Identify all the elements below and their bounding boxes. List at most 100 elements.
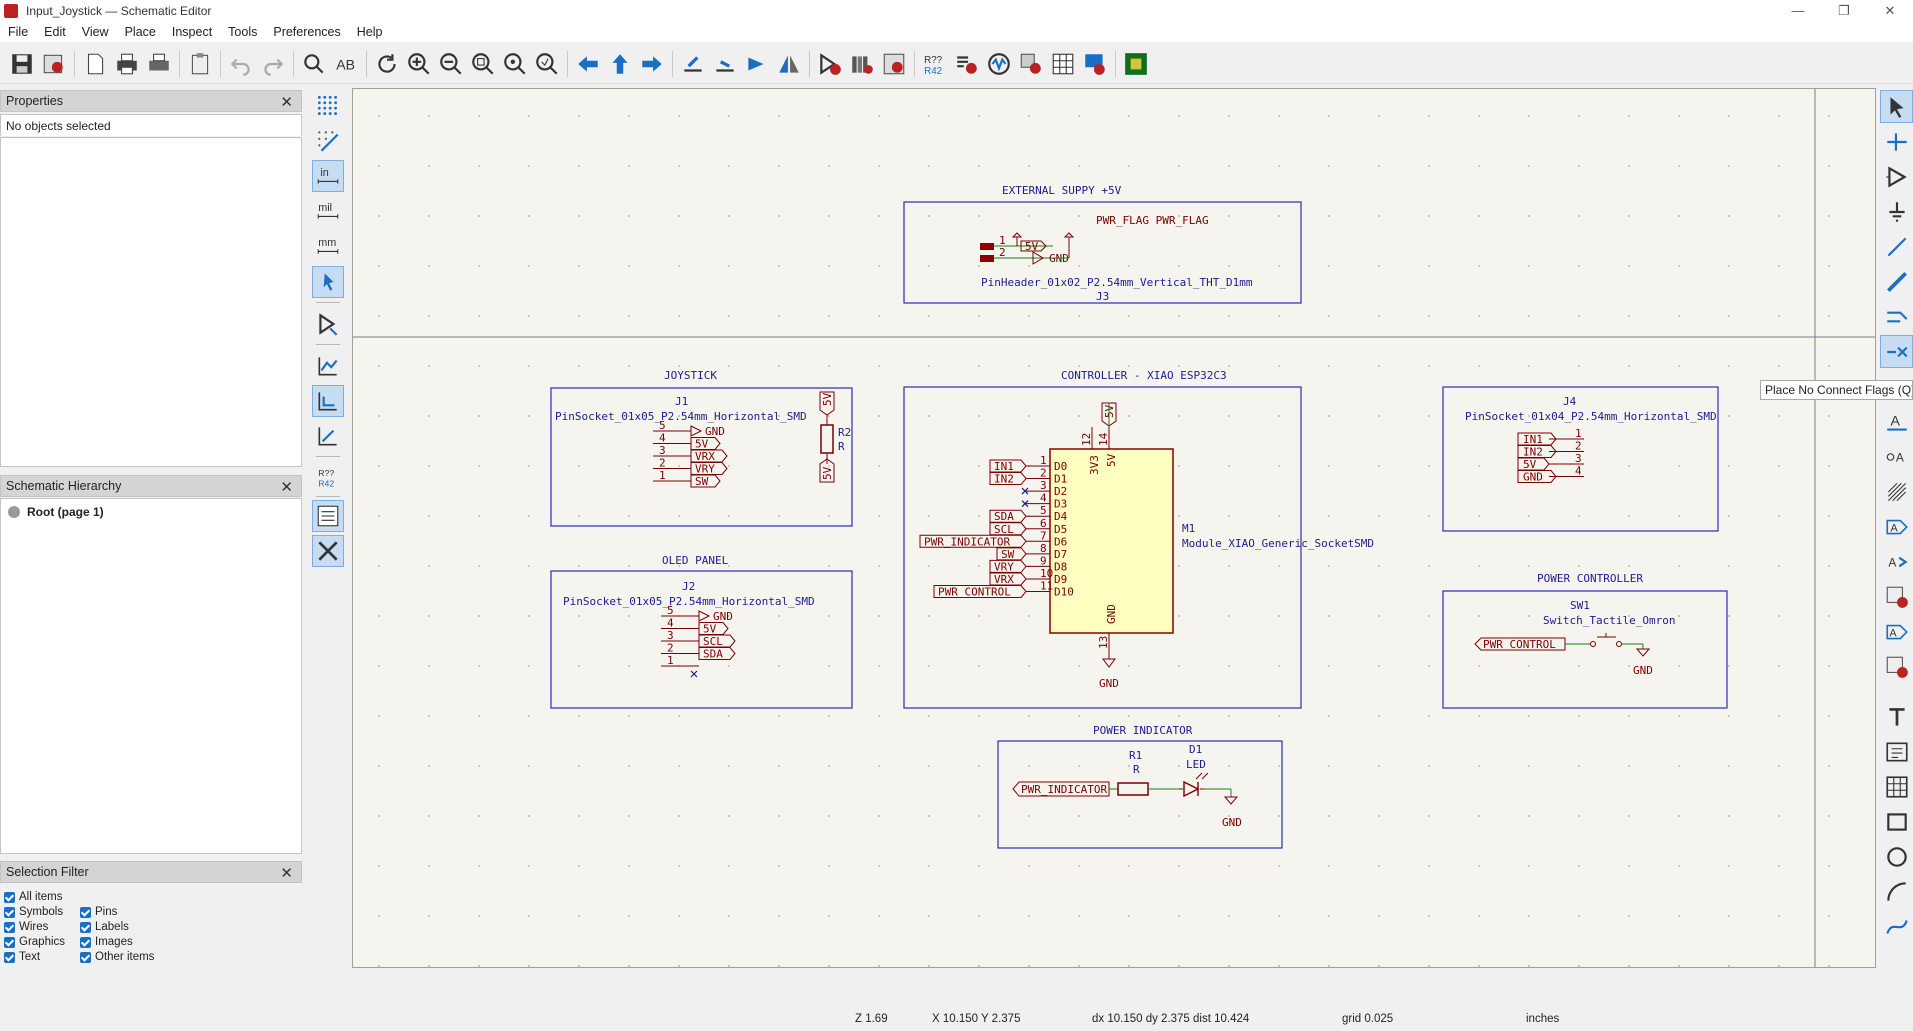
grid-overrides-button[interactable]	[312, 125, 344, 157]
filter-pins[interactable]: Pins	[80, 906, 117, 918]
menu-preferences[interactable]: Preferences	[273, 25, 341, 39]
cursor-crosshair-button[interactable]	[312, 266, 344, 298]
footprint-assign-button[interactable]	[1015, 48, 1047, 80]
add-rule-area-button[interactable]	[1880, 475, 1913, 508]
units-mils-button[interactable]: mil	[312, 195, 344, 227]
add-global-label-button[interactable]: A	[1880, 510, 1913, 543]
undo-button[interactable]	[225, 48, 257, 80]
filter-all-items[interactable]: All items	[4, 891, 62, 903]
menu-inspect[interactable]: Inspect	[171, 25, 213, 39]
close-selection-filter-icon[interactable]: ✕	[280, 865, 293, 882]
highlight-net-button[interactable]	[1880, 125, 1913, 158]
block-controller[interactable]: CONTROLLER - XIAO ESP32C3 D01IN1D12IN2D2…	[903, 369, 1374, 709]
navigate-up-button[interactable]	[604, 48, 636, 80]
symbol-library-button[interactable]	[846, 48, 878, 80]
select-tool-button[interactable]	[1880, 90, 1913, 123]
navigate-back-button[interactable]	[572, 48, 604, 80]
block-oled-panel[interactable]: OLED PANEL J2 PinSocket_01x05_P2.54mm_Ho…	[550, 554, 853, 709]
print-button[interactable]	[111, 48, 143, 80]
menu-tools[interactable]: Tools	[228, 25, 258, 39]
block-external-supply[interactable]: EXTERNAL SUPPY +5V PWR_FLAG PWR_FLAG 1 2…	[903, 184, 1302, 304]
block-joystick[interactable]: JOYSTICK J1 PinSocket_01x05_P2.54mm_Hori…	[550, 369, 853, 527]
show-pin-electrical-button[interactable]	[312, 308, 344, 340]
navigate-forward-button[interactable]	[636, 48, 668, 80]
fields-table-button[interactable]	[1047, 48, 1079, 80]
simulator-button[interactable]	[983, 48, 1015, 80]
add-table-button[interactable]	[1880, 770, 1913, 803]
units-mm-button[interactable]: mm	[312, 230, 344, 262]
redo-button[interactable]	[257, 48, 289, 80]
bom-button[interactable]	[1079, 48, 1111, 80]
add-power-button[interactable]	[1880, 195, 1913, 228]
hierarchy-panel-toggle-button[interactable]	[312, 500, 344, 532]
zoom-in-button[interactable]	[403, 48, 435, 80]
block-power-indicator[interactable]: POWER INDICATOR PWR_INDICATOR R1 R D1 LE…	[997, 724, 1283, 849]
show-grid-button[interactable]	[312, 90, 344, 122]
symbol-editor-button[interactable]	[814, 48, 846, 80]
zoom-out-button[interactable]	[435, 48, 467, 80]
properties-panel-toggle-button[interactable]	[312, 535, 344, 567]
plot-button[interactable]	[143, 48, 175, 80]
import-sheet-pin-button[interactable]	[1880, 650, 1913, 683]
add-textbox-button[interactable]	[1880, 735, 1913, 768]
find-replace-button[interactable]: AB	[330, 48, 362, 80]
filter-images[interactable]: Images	[80, 936, 133, 948]
mirror-vertical-button[interactable]	[741, 48, 773, 80]
line-mode-45-button[interactable]	[312, 420, 344, 452]
add-label-button[interactable]: A	[1880, 405, 1913, 438]
annotate-button[interactable]	[878, 48, 910, 80]
menu-edit[interactable]: Edit	[44, 25, 66, 39]
filter-labels[interactable]: Labels	[80, 921, 129, 933]
mirror-horizontal-button[interactable]	[773, 48, 805, 80]
schematic-setup-button[interactable]	[38, 48, 70, 80]
add-net-class-button[interactable]: A	[1880, 440, 1913, 473]
add-rectangle-button[interactable]	[1880, 805, 1913, 838]
add-bezier-button[interactable]	[1880, 910, 1913, 943]
rotate-cw-button[interactable]	[709, 48, 741, 80]
add-arc-button[interactable]	[1880, 875, 1913, 908]
filter-other-items[interactable]: Other items	[80, 951, 154, 963]
minimize-button[interactable]: —	[1791, 3, 1805, 18]
close-hierarchy-icon[interactable]: ✕	[280, 479, 293, 496]
maximize-button[interactable]: ❐	[1838, 3, 1850, 18]
close-properties-icon[interactable]: ✕	[280, 94, 293, 111]
filter-symbols[interactable]: Symbols	[4, 906, 63, 918]
filter-text[interactable]: Text	[4, 951, 40, 963]
units-inches-button[interactable]: in	[312, 160, 344, 192]
add-symbol-button[interactable]	[1880, 160, 1913, 193]
reference-renumber-button[interactable]: R??R42	[919, 48, 951, 80]
add-wire-button[interactable]	[1880, 230, 1913, 263]
add-bus-entry-button[interactable]	[1880, 300, 1913, 333]
line-mode-free-button[interactable]	[312, 350, 344, 382]
menu-place[interactable]: Place	[124, 25, 156, 39]
paste-button[interactable]	[184, 48, 216, 80]
zoom-fit-button[interactable]	[467, 48, 499, 80]
pcb-editor-button[interactable]	[1120, 48, 1152, 80]
rotate-ccw-button[interactable]	[677, 48, 709, 80]
xiao-module-body[interactable]	[1049, 448, 1174, 634]
add-hier-label-button[interactable]: A	[1880, 545, 1913, 578]
erc-button[interactable]	[951, 48, 983, 80]
refresh-button[interactable]	[371, 48, 403, 80]
schematic-canvas[interactable]: EXTERNAL SUPPY +5V PWR_FLAG PWR_FLAG 1 2…	[352, 88, 1876, 968]
hierarchy-root-item[interactable]: Root (page 1)	[8, 505, 104, 519]
add-sheet-button[interactable]	[1880, 580, 1913, 613]
menu-file[interactable]: File	[8, 25, 29, 39]
menu-help[interactable]: Help	[356, 25, 383, 39]
zoom-objects-button[interactable]	[499, 48, 531, 80]
block-power-controller[interactable]: POWER CONTROLLER SW1 Switch_Tactile_Omro…	[1442, 572, 1728, 709]
save-button[interactable]	[6, 48, 38, 80]
menu-view[interactable]: View	[81, 25, 109, 39]
block-j4[interactable]: J4 PinSocket_01x04_P2.54mm_Horizontal_SM…	[1442, 386, 1719, 532]
add-sheet-pin-button[interactable]: A	[1880, 615, 1913, 648]
page-settings-button[interactable]	[79, 48, 111, 80]
close-button[interactable]: ✕	[1884, 3, 1896, 18]
annotation-toggle-button[interactable]: R??R42	[312, 462, 344, 494]
add-no-connect-button[interactable]	[1880, 335, 1913, 368]
find-button[interactable]	[298, 48, 330, 80]
add-bus-button[interactable]	[1880, 265, 1913, 298]
add-text-button[interactable]	[1880, 700, 1913, 733]
zoom-selection-button[interactable]	[531, 48, 563, 80]
filter-graphics[interactable]: Graphics	[4, 936, 65, 948]
filter-wires[interactable]: Wires	[4, 921, 48, 933]
